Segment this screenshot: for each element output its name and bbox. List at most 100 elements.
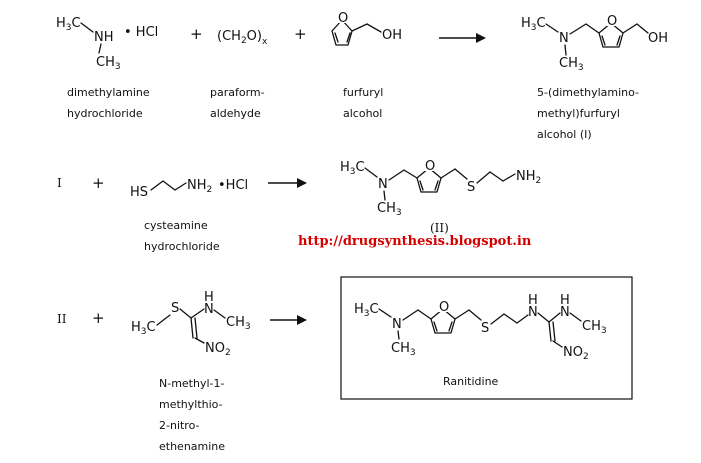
atom-h3c: H3C — [354, 302, 379, 319]
bond — [213, 309, 226, 319]
double-bond — [419, 180, 424, 191]
atom-s: S — [171, 301, 179, 316]
furan-ring — [331, 19, 353, 46]
double-bond — [448, 321, 453, 332]
atom-ch3: CH3 — [377, 201, 402, 218]
plus-sign: + — [294, 25, 307, 43]
label-mask — [337, 12, 347, 23]
bond — [364, 167, 378, 178]
bond — [150, 180, 164, 191]
bond — [417, 309, 432, 320]
atom-ch3: CH3 — [96, 55, 121, 72]
caption-furfuryl-line2: alcohol — [343, 107, 382, 120]
caption-dimethylamine-line2: hydrochloride — [67, 107, 143, 120]
double-bond — [601, 35, 606, 46]
bond — [194, 337, 205, 344]
atom-oh: OH — [382, 28, 402, 43]
bond — [545, 23, 559, 33]
plus-sign: + — [190, 25, 203, 43]
bond — [388, 169, 405, 181]
bond — [403, 169, 418, 179]
double-bond — [616, 35, 621, 46]
bond — [569, 23, 587, 35]
bond — [622, 23, 638, 34]
dimethylamine-hydrochloride-structure: H3C NH CH3 • HCl — [56, 16, 158, 72]
caption-reagent-line3: 2-nitro- — [159, 419, 200, 432]
label-compound-ii: (II) — [430, 221, 449, 235]
furfuryl-alcohol-structure: O OH — [331, 11, 402, 46]
atom-nh2: NH2 — [187, 178, 212, 195]
atom-no2: NO2 — [563, 345, 589, 362]
label-compound-i: I — [57, 176, 62, 190]
atom-no2: NO2 — [205, 341, 231, 358]
compound-ii-structure: H3C N CH3 O S NH2 — [340, 159, 541, 218]
atom-o: O — [425, 159, 435, 174]
double-bond — [433, 321, 438, 332]
caption-compound-i-line3: alcohol (I) — [537, 128, 592, 141]
bond — [80, 22, 94, 33]
plus-sign: + — [92, 309, 105, 327]
reaction-arrow-3 — [270, 315, 307, 325]
bond — [548, 312, 561, 323]
atom-n: N — [560, 305, 570, 320]
double-bond — [334, 32, 339, 43]
atom-n: N — [378, 177, 388, 192]
atom-h: H — [560, 293, 570, 308]
bond — [569, 312, 582, 322]
atom-h3c: H3C — [521, 16, 546, 33]
double-bond — [346, 32, 351, 43]
atom-ch3: CH3 — [391, 341, 416, 358]
atom-nh2: NH2 — [516, 169, 541, 186]
atom-h3c: H3C — [131, 320, 156, 337]
atom-hs: HS — [130, 185, 148, 200]
caption-compound-i-line2: methyl)furfuryl — [537, 107, 620, 120]
ranitidine-product-box — [340, 276, 633, 400]
plus-sign: + — [92, 174, 105, 192]
caption-paraform-line1: paraform- — [210, 86, 265, 99]
product-name-ranitidine: Ranitidine — [443, 375, 499, 388]
reaction-arrow-1 — [439, 33, 486, 43]
atom-h: H — [528, 293, 538, 308]
bond — [564, 44, 567, 56]
double-bond — [194, 317, 198, 339]
atom-ch3: CH3 — [559, 56, 584, 73]
caption-reagent-line4: ethenamine — [159, 440, 225, 453]
bond — [502, 173, 516, 182]
n-methyl-methylthio-nitroethenamine-structure: H3C S H N CH3 NO2 — [131, 290, 251, 358]
bond — [516, 314, 529, 324]
bond — [440, 168, 456, 179]
label-mask — [438, 301, 448, 312]
atom-s: S — [481, 321, 489, 336]
bond — [190, 308, 205, 319]
label-mask — [424, 160, 434, 171]
compound-i-structure: H3C N CH3 O OH — [521, 14, 668, 73]
ranitidine-structure: H3C N CH3 O S H N H N CH3 NO2 — [354, 293, 607, 362]
bond — [490, 313, 505, 325]
caption-cysteamine-line2: hydrochloride — [144, 240, 220, 253]
atom-s: S — [467, 180, 475, 195]
caption-reagent-line2: methylthio- — [159, 398, 223, 411]
bond — [552, 340, 563, 348]
bond — [366, 23, 382, 33]
caption-reagent-line1: N-methyl-1- — [159, 377, 224, 390]
bond — [179, 308, 192, 319]
bond — [397, 330, 400, 340]
bond — [636, 23, 649, 34]
caption-paraform-line2: aldehyde — [210, 107, 261, 120]
reaction-arrow-2 — [268, 178, 307, 188]
label-compound-ii-start: II — [57, 312, 67, 326]
double-bond — [434, 180, 439, 191]
hcl-salt-label: •HCl — [218, 178, 248, 193]
atom-h3c: H3C — [56, 16, 81, 33]
caption-dimethylamine-line1: dimethylamine — [67, 86, 150, 99]
bond — [190, 317, 194, 339]
bond — [503, 313, 518, 324]
bond — [454, 309, 470, 320]
atom-n: N — [559, 31, 569, 46]
bond — [402, 309, 419, 321]
hcl-salt-label: • HCl — [124, 25, 158, 40]
atom-h: H — [204, 290, 214, 305]
atom-o: O — [439, 300, 449, 315]
atom-o: O — [607, 14, 617, 29]
